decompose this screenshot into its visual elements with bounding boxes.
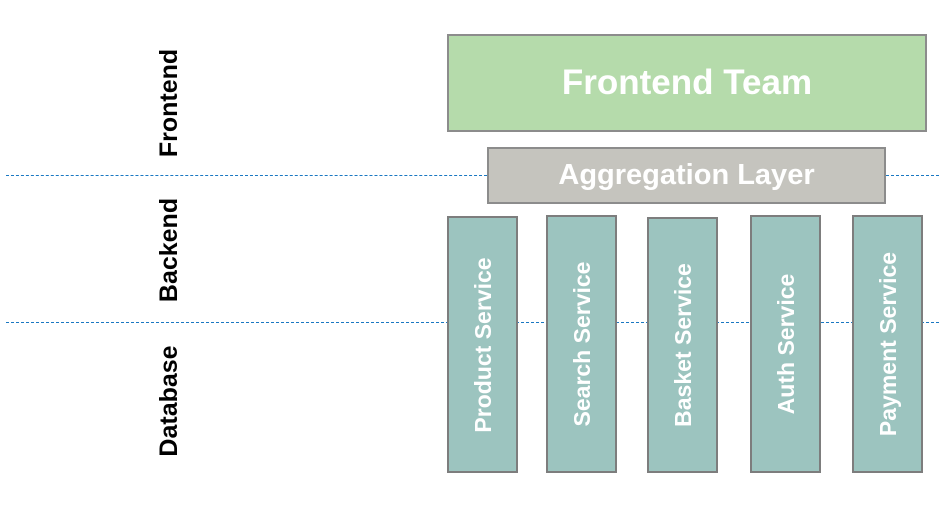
service-label: Search Service [568, 261, 595, 427]
frontend-team-box: Frontend Team [447, 34, 927, 132]
frontend-team-label: Frontend Team [561, 63, 813, 102]
aggregation-layer-label: Aggregation Layer [558, 159, 815, 191]
aggregation-layer-box: Aggregation Layer [487, 147, 886, 204]
service-label: Basket Service [669, 263, 696, 427]
tier-label-database: Database [155, 345, 183, 457]
service-label: Auth Service [772, 273, 799, 415]
service-label: Payment Service [874, 251, 901, 437]
frontend-backend-divider-left [6, 175, 487, 176]
service-box-payment: Payment Service [852, 215, 923, 473]
service-box-search: Search Service [546, 215, 617, 473]
service-label: Product Service [469, 256, 496, 433]
service-box-product: Product Service [447, 216, 518, 473]
frontend-backend-divider-right [886, 175, 939, 176]
service-box-basket: Basket Service [647, 217, 718, 473]
service-box-auth: Auth Service [750, 215, 821, 473]
